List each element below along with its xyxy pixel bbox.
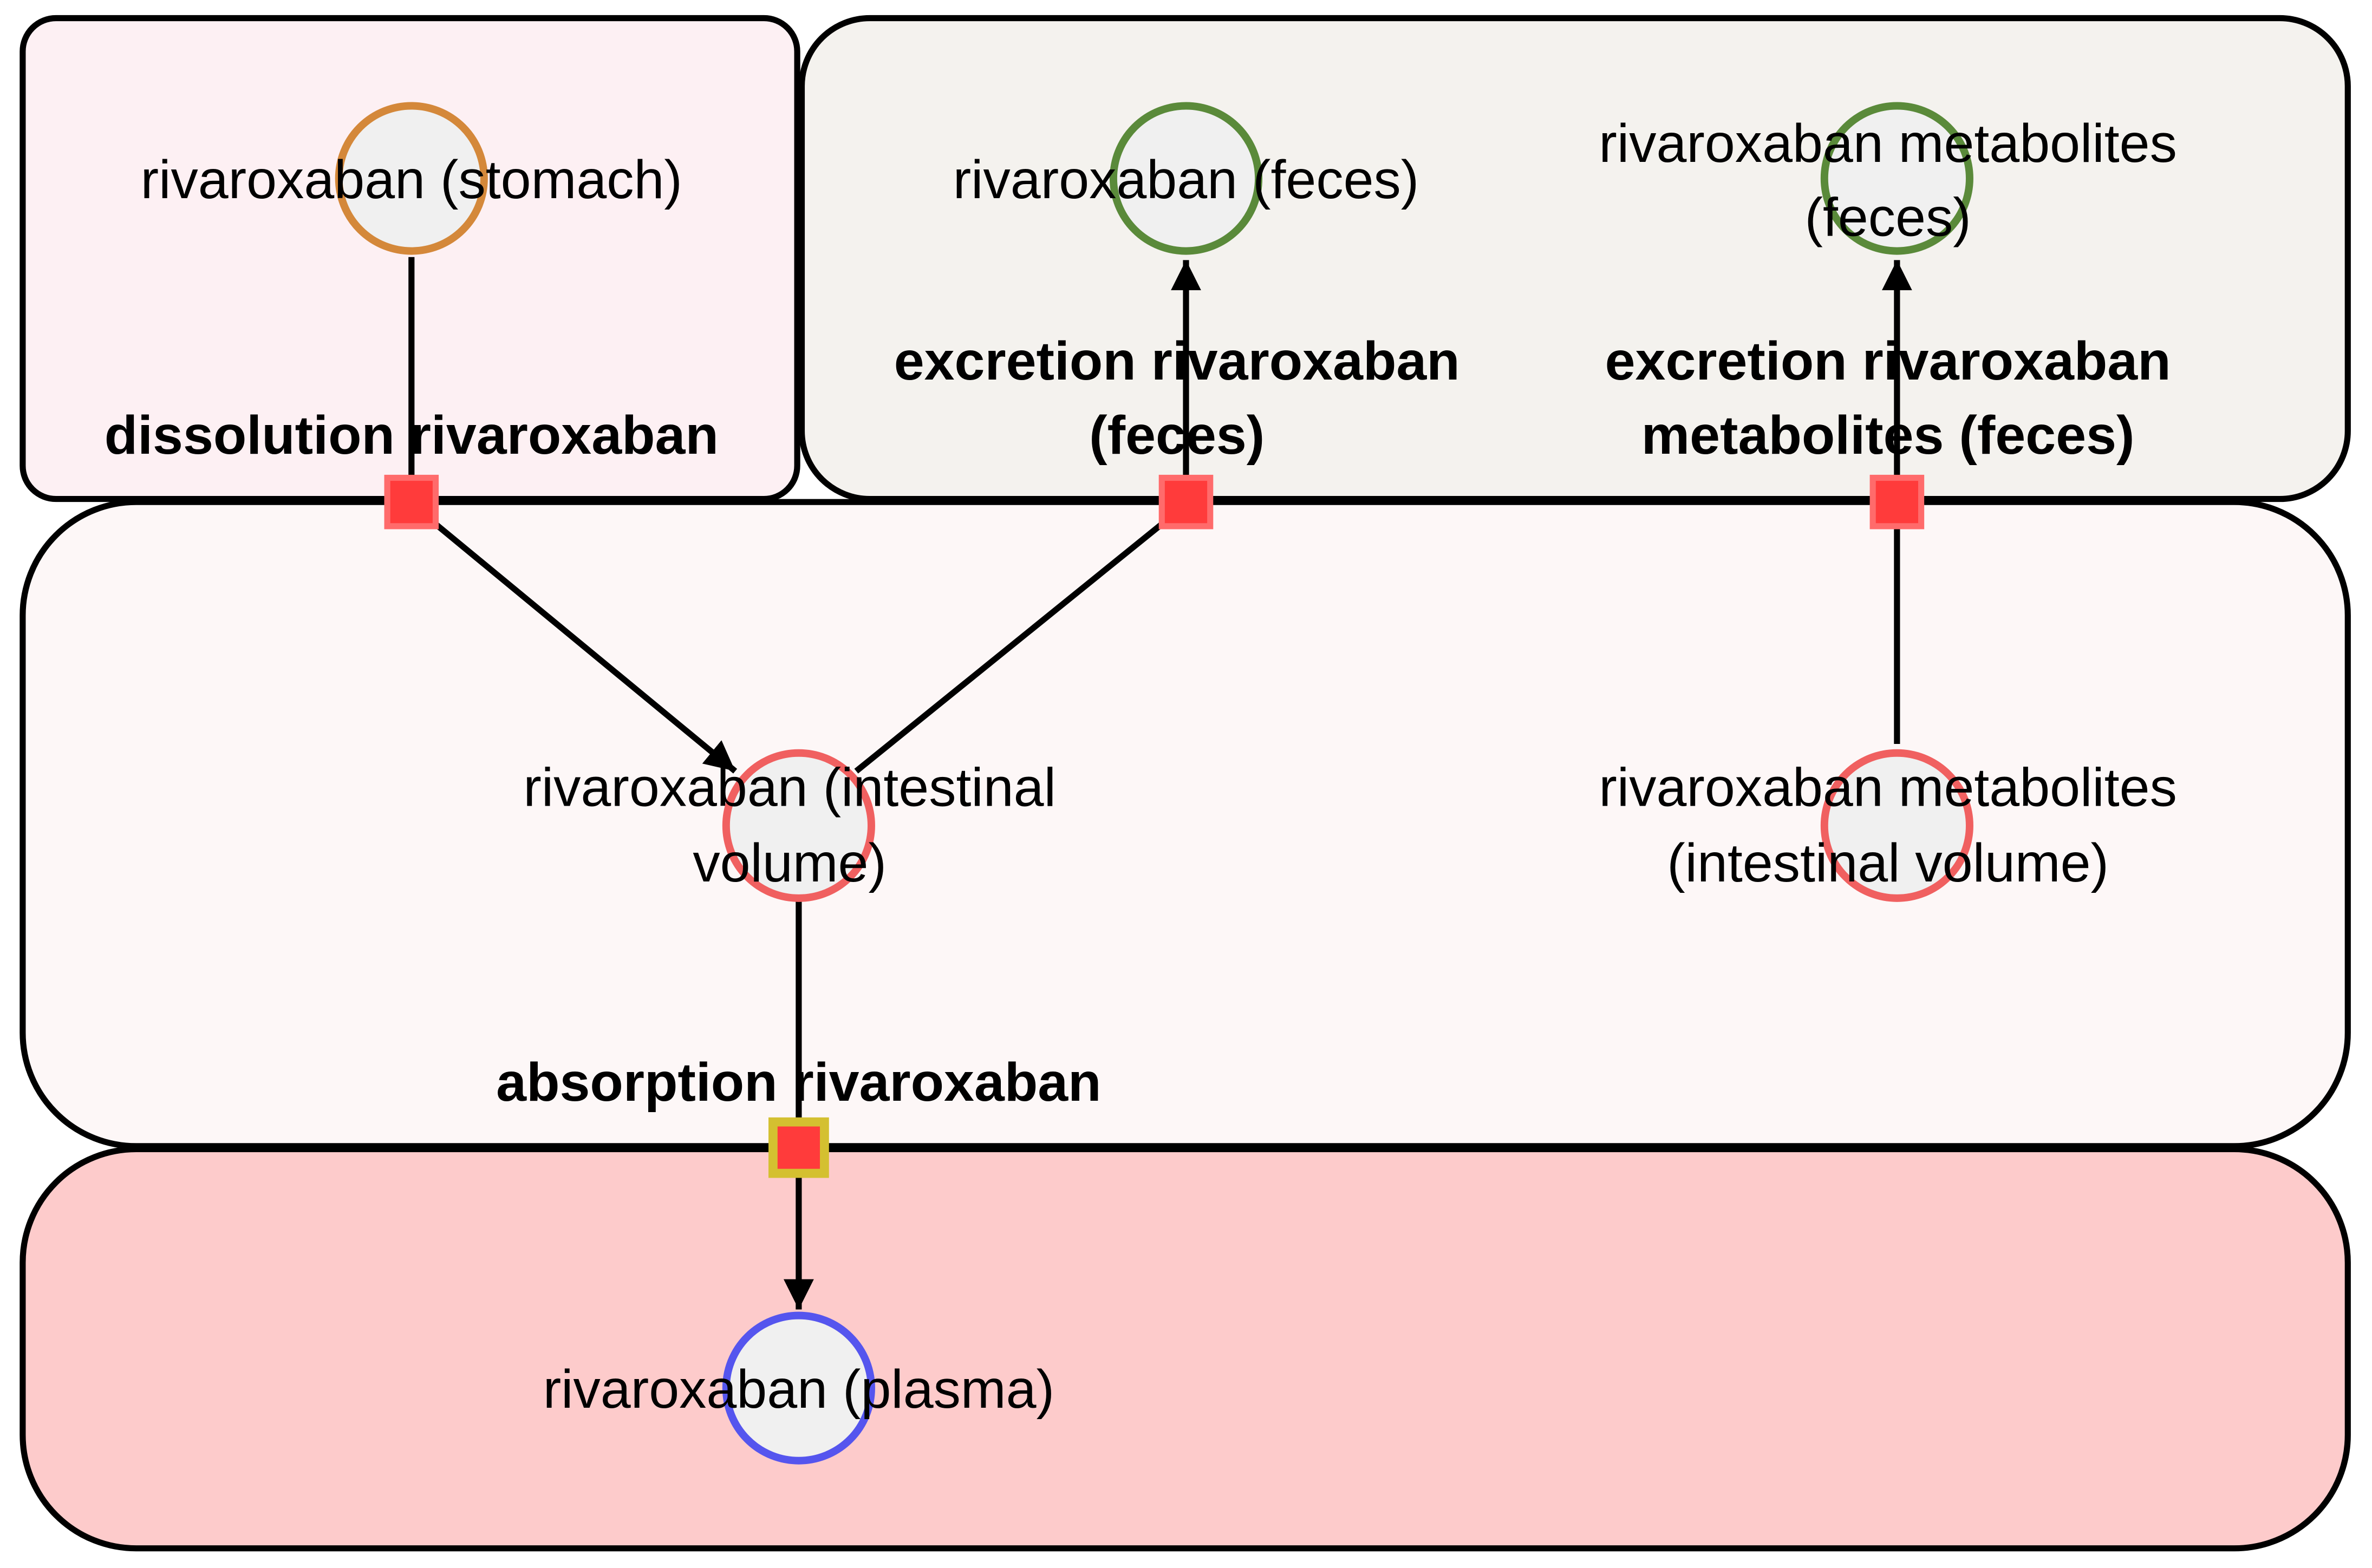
reaction-excretion-rivaroxaban-feces[interactable]: excretion rivaroxaban (feces): [894, 331, 1460, 530]
reaction-node-square: [768, 1117, 829, 1178]
reaction-label-line1: excretion rivaroxaban: [894, 331, 1460, 391]
species-rivaroxaban-stomach[interactable]: rivaroxaban (stomach): [141, 102, 682, 255]
species-label-line2: (feces): [1804, 187, 1971, 248]
species-node-circle: [722, 749, 875, 902]
species-label-line1: rivaroxaban metabolites: [1599, 757, 2176, 818]
species-rivaroxaban-metabolites-intestinal-volume[interactable]: rivaroxaban metabolites (intestinal volu…: [1599, 749, 2177, 902]
reaction-label: absorption rivaroxaban: [496, 1052, 1101, 1113]
reaction-dissolution-rivaroxaban[interactable]: dissolution rivaroxaban: [105, 405, 719, 530]
compartment-plasma: [19, 1146, 2351, 1552]
species-label-line1: rivaroxaban (intestinal: [523, 757, 1056, 818]
reaction-label: dissolution rivaroxaban: [105, 405, 719, 466]
species-label-line2: volume): [693, 833, 887, 893]
reaction-node-square: [1869, 474, 1925, 530]
edge-intestinal-to-excretion-feces: [854, 519, 1167, 774]
species-label: rivaroxaban (stomach): [141, 149, 682, 210]
species-node-circle: [1820, 102, 1973, 255]
species-node-circle: [1109, 102, 1263, 255]
reaction-node-square: [384, 474, 439, 530]
species-rivaroxaban-intestinal-volume[interactable]: rivaroxaban (intestinal volume): [523, 749, 1056, 902]
reaction-node-square: [1158, 474, 1214, 530]
edge-dissolution-to-intestinal: [431, 519, 738, 774]
reaction-label-line2: (feces): [1089, 405, 1265, 466]
reaction-label-line1: excretion rivaroxaban: [1605, 331, 2171, 391]
species-label: rivaroxaban (plasma): [543, 1359, 1054, 1420]
species-label-line1: rivaroxaban metabolites: [1599, 113, 2176, 174]
species-rivaroxaban-plasma[interactable]: rivaroxaban (plasma): [543, 1311, 1054, 1465]
reaction-absorption-rivaroxaban[interactable]: absorption rivaroxaban: [496, 1052, 1102, 1178]
species-node-circle: [722, 1311, 875, 1465]
species-rivaroxaban-metabolites-feces[interactable]: rivaroxaban metabolites (feces): [1599, 102, 2177, 255]
species-node-circle: [1820, 749, 1973, 902]
species-label-line2: (intestinal volume): [1667, 833, 2109, 893]
species-rivaroxaban-feces[interactable]: rivaroxaban (feces): [953, 102, 1419, 255]
species-label: rivaroxaban (feces): [953, 149, 1419, 210]
reaction-label-line2: metabolites (feces): [1641, 405, 2135, 466]
compartment-intestinal-volume: [19, 499, 2351, 1149]
reaction-excretion-rivaroxaban-metabolites-feces[interactable]: excretion rivaroxaban metabolites (feces…: [1605, 331, 2171, 530]
species-node-circle: [335, 102, 488, 255]
